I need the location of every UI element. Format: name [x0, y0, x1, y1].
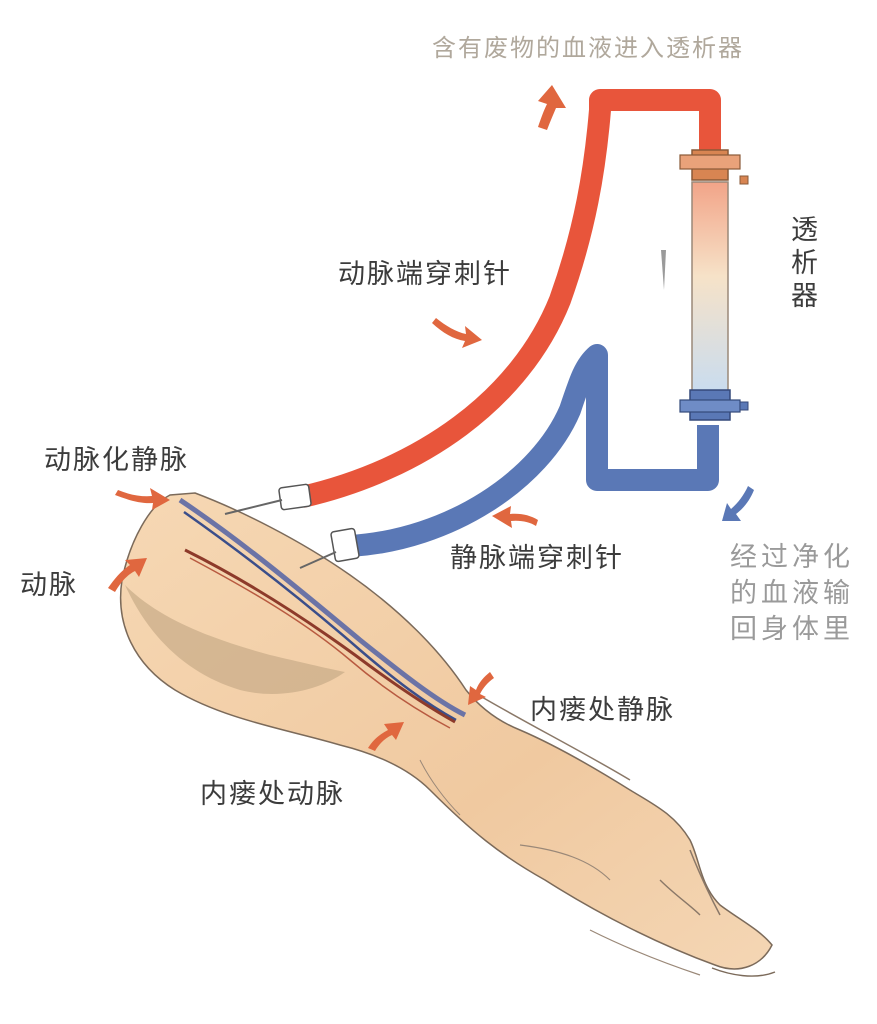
return-blood-line-2: 的血液输	[730, 578, 854, 609]
fistula-artery-pointer	[368, 722, 404, 751]
fistula-artery-label: 内瘘处动脉	[200, 779, 345, 810]
arterial-needle	[224, 483, 312, 515]
venous-tube	[349, 344, 719, 557]
return-blood-line-1: 经过净化	[730, 542, 854, 573]
venous-needle-label: 静脉端穿刺针	[450, 543, 624, 574]
blood-vessels	[178, 497, 467, 729]
venous-needle-pointer	[492, 506, 538, 528]
return-arrow	[722, 486, 754, 521]
arterial-tube	[299, 89, 721, 508]
return-blood-label: 经过净化 的血液输 回身体里	[730, 540, 870, 648]
arterialized-vein-pointer	[115, 488, 170, 510]
arterial-needle-label: 动脉端穿刺针	[338, 259, 512, 290]
arterialized-vein-label: 动脉化静脉	[44, 445, 189, 476]
venous-needle	[299, 527, 360, 569]
dialyzer-label: 透析器	[786, 215, 817, 314]
artery-label: 动脉	[20, 570, 78, 601]
artery-pointer	[108, 558, 147, 592]
dialyzer	[661, 149, 749, 421]
return-blood-line-3: 回身体里	[730, 614, 854, 645]
flow-arrows	[108, 85, 754, 751]
arterial-needle-pointer	[432, 318, 482, 348]
forearm	[119, 492, 776, 977]
top-caption: 含有废物的血液进入透析器	[432, 34, 744, 62]
fistula-vein-label: 内瘘处静脉	[530, 695, 675, 726]
fistula-vein-pointer	[468, 672, 494, 705]
blood-out-arrow	[538, 85, 566, 130]
